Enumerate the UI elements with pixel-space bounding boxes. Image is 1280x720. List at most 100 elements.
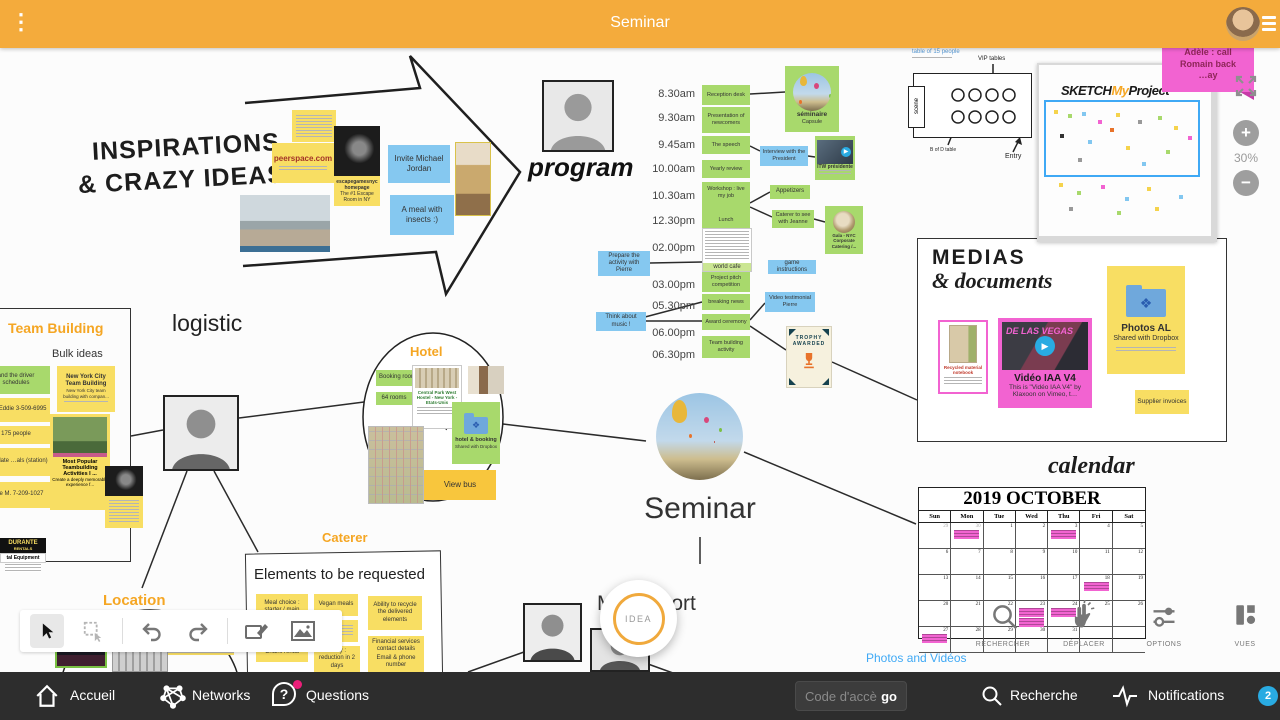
durante-rentals-card[interactable]: DURANTE RENTALS tal Equipment (0, 538, 46, 584)
search-icon[interactable] (980, 684, 1004, 708)
video-testimonial-note[interactable]: Video testimonial Pierre (765, 292, 815, 312)
gala-card[interactable]: Gala - NYC Corporate Catering /... (825, 206, 863, 254)
calendar-cell[interactable]: 22 (983, 601, 1016, 627)
calendar-cell[interactable]: 10 (1048, 549, 1081, 575)
popular-teambuilding-card[interactable]: Most Popular Teambuilding Activities I .… (50, 414, 110, 510)
eddie-note[interactable]: river Eddie 3-509-6995 (0, 398, 50, 422)
calendar-cell[interactable]: 15 (983, 575, 1016, 601)
calendar-cell[interactable]: 4 (1080, 523, 1113, 549)
insects-note[interactable]: A meal with insects :) (390, 195, 454, 235)
calendar-cell[interactable]: 3 (1048, 523, 1081, 549)
prepare-activity-note[interactable]: Prepare the activity with Pierre (598, 251, 650, 276)
people-note[interactable]: 175 people (0, 426, 50, 444)
calendar-cell[interactable]: 29 (919, 523, 952, 549)
calendar-cell[interactable]: 29 (983, 627, 1016, 653)
insert-image-button[interactable] (286, 614, 320, 648)
nav-questions[interactable]: Questions (306, 687, 370, 703)
zoom-in-button[interactable]: + (1233, 120, 1259, 146)
rooms-count-note[interactable]: 64 rooms (376, 392, 412, 405)
zoom-out-button[interactable]: − (1233, 170, 1259, 196)
networks-icon[interactable] (160, 683, 186, 709)
views-icon[interactable] (1232, 602, 1258, 628)
calendar-cell[interactable]: 30 (1015, 627, 1049, 653)
play-icon[interactable]: ▶ (1035, 336, 1055, 356)
world-cafe-card[interactable]: world cafe (702, 228, 752, 272)
calendar-cell[interactable]: 26 (1112, 601, 1145, 627)
calendar-cell[interactable] (1080, 627, 1113, 653)
calendar-cell[interactable]: 5 (1112, 523, 1145, 549)
nyc-team-building-card[interactable]: New York City Team Building New York Cit… (57, 366, 115, 412)
supplier-invoices-note[interactable]: Supplier invoices (1135, 390, 1189, 414)
calendar-event-note[interactable] (1051, 530, 1077, 539)
timeline-note[interactable]: The speech (702, 136, 750, 154)
appetizers-note[interactable]: Appetizers (770, 185, 810, 199)
minimap-viewport[interactable] (1044, 100, 1200, 177)
kebab-menu-icon[interactable]: ⋮ (10, 9, 32, 34)
idea-button[interactable]: IDEA (600, 580, 677, 657)
music-note[interactable]: Think about music ! (596, 312, 646, 331)
escape-game-image[interactable] (334, 126, 380, 176)
late-note[interactable]: al for late …als (station) (0, 448, 50, 476)
timeline-note[interactable]: Yearly review (702, 160, 750, 178)
calendar-cell[interactable]: 1 (983, 523, 1016, 549)
calendar-cell[interactable]: 7 (951, 549, 984, 575)
timeline-note[interactable]: Reception desk (702, 85, 750, 105)
hotel-room-image[interactable] (468, 366, 504, 394)
calendar-cell[interactable]: 13 (919, 575, 952, 601)
notebook-card[interactable]: Recycled material notebook (938, 320, 988, 394)
rooftop-image[interactable] (240, 195, 330, 252)
calendar-cell[interactable]: 30 (951, 523, 984, 549)
photos-al-card[interactable]: ❖ Photos AL Shared with Dropbox (1107, 266, 1185, 374)
timeline-note[interactable]: breaking news (702, 294, 750, 310)
minimap[interactable]: SKETCHMyProject (1037, 63, 1217, 242)
adele-note[interactable]: Adèle : call Romain back …ay (1162, 42, 1254, 100)
photos-videos-link[interactable]: Photos and Vidéos (866, 651, 967, 665)
timeline-note[interactable]: Award ceremony (702, 314, 750, 330)
view-bus-note[interactable]: View bus (424, 470, 496, 500)
program-owner-photo[interactable] (542, 80, 614, 152)
nav-search[interactable]: Recherche (1010, 687, 1078, 703)
member-photo-1[interactable] (523, 603, 582, 662)
video-card[interactable]: DE LAS VEGAS ▶ Vidéo IAA V4 This is "Vid… (998, 318, 1092, 408)
seminaire-card[interactable]: séminaire Capsule (785, 66, 839, 132)
calendar-cell[interactable]: 27 (919, 627, 952, 653)
notifications-icon[interactable] (1110, 684, 1140, 708)
calendar-cell[interactable]: 14 (951, 575, 984, 601)
access-code-input[interactable] (796, 688, 882, 704)
search-canvas-icon[interactable] (990, 602, 1020, 632)
calendar-cell[interactable]: 19 (1112, 575, 1145, 601)
redo-button[interactable] (181, 614, 215, 648)
calendar-event-note[interactable] (1051, 608, 1077, 617)
calendar-cell[interactable]: 9 (1015, 549, 1049, 575)
escape-game-card-2[interactable] (105, 466, 143, 528)
calendar-event-note[interactable] (922, 634, 948, 643)
calendar-event-note[interactable] (1019, 618, 1044, 627)
calendar-cell[interactable]: 18 (1080, 575, 1113, 601)
peerspace-note[interactable]: peerspace.com (272, 143, 334, 183)
undo-button[interactable] (135, 614, 169, 648)
calendar-cell[interactable]: 25 (1080, 601, 1113, 627)
go-button[interactable]: go (881, 688, 897, 704)
calendar-event-note[interactable] (1019, 608, 1044, 617)
options-icon[interactable] (1150, 602, 1178, 630)
calendar-cell[interactable]: 28 (951, 627, 984, 653)
timeline-note[interactable]: Project pitch competition (702, 272, 750, 292)
seminar-node-image[interactable] (656, 393, 743, 480)
terrace-image[interactable] (455, 142, 491, 216)
avatar[interactable] (1226, 7, 1260, 41)
trophy-card[interactable]: TROPHY AWARDED (786, 326, 832, 388)
calendar-cell[interactable]: 17 (1048, 575, 1081, 601)
calendar-event-note[interactable] (954, 530, 980, 539)
home-icon[interactable] (34, 683, 60, 709)
draw-tool-button[interactable] (240, 614, 274, 648)
timeline-note[interactable]: Team building activity (702, 336, 750, 358)
itw-card[interactable]: ▶ ITW présidente (815, 136, 855, 180)
nav-networks[interactable]: Networks (192, 687, 251, 703)
calendar-cell[interactable]: 11 (1080, 549, 1113, 575)
sticky-note[interactable] (292, 110, 336, 142)
logistic-photo[interactable] (163, 395, 239, 471)
jordan-note[interactable]: Invite Michael Jordan (388, 145, 450, 183)
hotel-dropbox-card[interactable]: ❖ hotel & booking Shared with Dropbox (452, 402, 500, 464)
